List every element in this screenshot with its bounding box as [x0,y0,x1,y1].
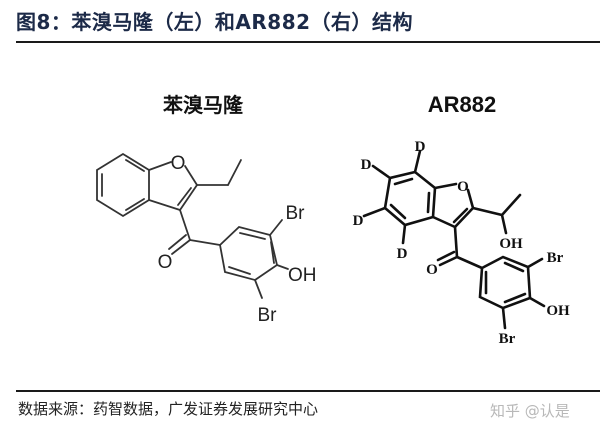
ar882-side-chain-hydroxyl: OH [499,236,523,252]
title-divider [16,41,600,43]
benzbromarone-structure: 苯溴马隆 O O [96,93,317,326]
ar882-bromine-top: Br [547,250,564,266]
benzbromarone-carbonyl-oxygen: O [158,252,173,273]
ar882-bromine-bottom: Br [499,331,516,347]
benzbromarone-benzene-ring [96,152,150,218]
benzbromarone-bromine-top: Br [286,203,306,224]
ar882-label: AR882 [428,92,496,117]
ar882-deuterium-left: D [353,213,364,229]
ar882-deuterium-upper-left: D [361,157,372,173]
footer-divider [16,390,600,392]
ar882-deuterium-top: D [415,139,426,155]
benzbromarone-furan-ring [148,161,198,211]
ar882-phenol-ring [478,255,532,310]
ar882-deuterium-bottom: D [397,246,408,262]
watermark: 知乎 @认是 [490,402,570,420]
ar882-structure: AR882 D D D D O OH [353,92,570,347]
ar882-carbonyl-oxygen: O [426,262,438,278]
ar882-hydroxyl: OH [546,303,570,319]
data-source-note: 数据来源：药智数据，广发证券发展研究中心 [18,400,319,418]
benzbromarone-hydroxyl: OH [288,265,317,286]
figure-title: 图8：苯溴马隆（左）和AR882（右）结构 [16,10,414,34]
benzbromarone-ring-oxygen: O [171,153,186,174]
benzbromarone-label: 苯溴马隆 [162,93,244,117]
ar882-furan-ring [431,182,475,229]
benzbromarone-phenol-ring [219,226,279,281]
ar882-benzene-ring [383,170,437,227]
ar882-ring-oxygen: O [457,179,469,195]
benzbromarone-bromine-bottom: Br [258,305,278,326]
